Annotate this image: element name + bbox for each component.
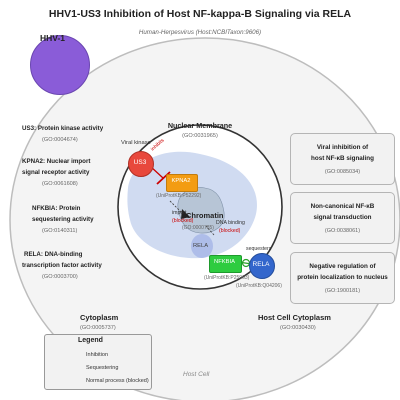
legend-title: Legend: [78, 337, 103, 344]
legend: [44, 334, 152, 390]
import-arrowhead: [181, 209, 190, 219]
activity-rela-go: (GO:0003700): [42, 274, 78, 280]
dna-binding-label: DNA binding: [216, 220, 245, 226]
sequesters-label: sequesters: [246, 246, 272, 252]
process-3-line1: Negative regulation of: [309, 263, 376, 270]
rela-nuclear-shape: [191, 234, 213, 258]
legend-sequestering-label: Sequestering: [86, 365, 119, 371]
host-cytoplasm-label: Host Cell Cytoplasm: [258, 313, 331, 322]
process-box-negative-regulation: Negative regulation of protein localizat…: [290, 252, 395, 304]
process-3-go: (GO:1900181): [324, 288, 361, 294]
activity-nfkbia-line2: sequestering activity: [32, 216, 94, 223]
rela-label: RELA: [252, 261, 270, 268]
process-2-line2: signal transduction: [313, 214, 372, 221]
cytoplasm-go: (GO:0005737): [80, 325, 116, 331]
us3-role: Viral kinase: [121, 140, 151, 146]
activity-kpna2-line1: KPNA2: Nuclear import: [22, 158, 91, 165]
activity-kpna2-line2: signal receptor activity: [22, 169, 90, 176]
virus-label: HHV-1: [40, 33, 66, 43]
process-2-go: (GO:0038061): [324, 228, 361, 234]
activity-us3: US3: Protein kinase activity: [22, 125, 104, 132]
kpna2-label: KPNA2: [171, 178, 191, 184]
activity-us3-go: (GO:0004674): [42, 137, 78, 143]
activity-nfkbia-line1: NFKBIA: Protein: [32, 205, 81, 212]
virus-particle: [30, 35, 90, 95]
process-box-viral-inhibition: Viral inhibition of host NF-κB signaling…: [290, 133, 395, 185]
process-3-line2: protein localization to nucleus: [297, 274, 388, 281]
legend-blocked-label: Normal process (blocked): [86, 378, 149, 384]
kpna2-node: [166, 174, 198, 192]
process-1-go: (GO:0085034): [324, 169, 361, 175]
activity-rela-line1: RELA: DNA-binding: [24, 251, 83, 258]
organism-label: Human-Herpesvirus (Host:NCBITaxon:9606): [138, 29, 262, 36]
nucleus-label: Nuclear Membrane: [167, 121, 233, 130]
rela-nuclear-label: RELA: [193, 243, 209, 249]
nfkbia-id: (UniProtKB:P25963): [204, 275, 250, 281]
activity-rela-line2: transcription factor activity: [22, 262, 102, 269]
legend-inhibition-label: Inhibition: [86, 352, 109, 358]
kpna2-id: (UniProtKB:P52292): [156, 193, 202, 199]
activity-kpna2-go: (GO:0061608): [42, 181, 78, 187]
us3-label: US3: [133, 159, 147, 166]
process-1-line2: host NF-κB signaling: [311, 155, 374, 162]
process-2-line1: Non-canonical NF-κB: [310, 203, 375, 210]
nfkbia-label: NFKBIA: [214, 259, 235, 265]
import-label: import: [172, 210, 187, 216]
us3-node: [128, 151, 154, 177]
process-box-noncanonical-nfkb: Non-canonical NF-κB signal transduction …: [290, 192, 395, 244]
diagram-title: HHV1-US3 Inhibition of Host NF-kappa-B S…: [48, 8, 352, 20]
rela-node: [249, 253, 275, 279]
import-blocked-arrow: [169, 200, 184, 215]
import-blocked-label: (blocked): [172, 218, 194, 224]
host-cytoplasm-go: (GO:0030430): [280, 325, 316, 331]
dna-blocked-label: (blocked): [219, 228, 241, 234]
chromatin-label: Chromatin: [186, 211, 224, 220]
chromatin-id: (GO:0000785): [182, 225, 214, 231]
host-cell-label: Host Cell: [183, 371, 210, 378]
nfkbia-node: [209, 255, 242, 273]
rela-id: (UniProtKB:Q04206): [236, 283, 282, 289]
process-1-line1: Viral inhibition of: [316, 144, 369, 151]
activity-nfkbia-go: (GO:0140311): [42, 228, 78, 234]
nucleus-go: (GO:0031965): [182, 133, 218, 139]
cytoplasm-label: Cytoplasm: [80, 313, 119, 322]
